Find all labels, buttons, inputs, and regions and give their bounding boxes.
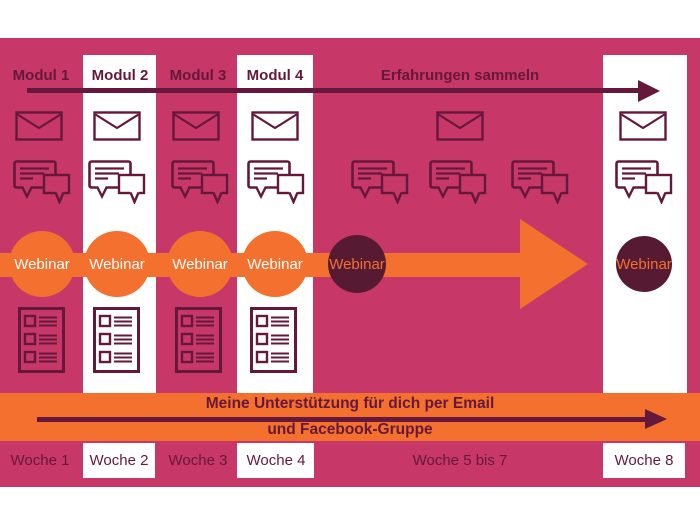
support-banner-line2: und Facebook-Gruppe xyxy=(267,421,433,438)
chat-bubbles-icon xyxy=(171,160,229,204)
webinar-circle: Webinar xyxy=(242,231,308,297)
envelope-icon xyxy=(172,111,220,141)
chat-bubbles-icon xyxy=(615,160,673,204)
module-label-4: Modul 4 xyxy=(246,67,304,84)
week-label-8: Woche 8 xyxy=(614,452,674,469)
week-label-4: Woche 4 xyxy=(246,452,306,469)
webinar-label: Webinar xyxy=(89,255,145,273)
support-banner-line1: Meine Unterstützung für dich per Email xyxy=(205,395,495,412)
chat-bubbles-icon xyxy=(88,160,146,204)
checklist-icon xyxy=(175,307,222,373)
module-label-3: Modul 3 xyxy=(169,67,227,84)
week-label-2: Woche 2 xyxy=(89,452,149,469)
phase-label: Erfahrungen sammeln xyxy=(380,67,540,84)
webinar-circle-dark: Webinar xyxy=(616,236,672,292)
chat-bubbles-icon xyxy=(429,160,487,204)
envelope-icon xyxy=(93,111,141,141)
chat-bubbles-icon xyxy=(511,160,569,204)
webinar-label: Webinar xyxy=(329,255,385,273)
envelope-icon xyxy=(619,111,667,141)
support-arrow-shaft xyxy=(37,417,647,422)
webinar-track-arrowhead-icon xyxy=(520,219,588,309)
support-arrow-head-icon xyxy=(645,409,667,429)
checklist-icon xyxy=(250,307,297,373)
envelope-icon xyxy=(251,111,299,141)
webinar-circle: Webinar xyxy=(84,231,150,297)
week-box-4 xyxy=(237,443,314,478)
envelope-icon xyxy=(436,111,484,141)
module-label-2: Modul 2 xyxy=(91,67,149,84)
week-label-3: Woche 3 xyxy=(168,452,228,469)
checklist-icon xyxy=(93,307,140,373)
webinar-label: Webinar xyxy=(616,255,672,273)
chat-bubbles-icon xyxy=(351,160,409,204)
webinar-label: Webinar xyxy=(247,255,303,273)
webinar-circle-dark: Webinar xyxy=(328,235,386,293)
week-box-8 xyxy=(603,443,685,478)
module-label-1: Modul 1 xyxy=(12,67,70,84)
webinar-circle: Webinar xyxy=(9,231,75,297)
webinar-label: Webinar xyxy=(14,255,70,273)
timeline-arrow-shaft xyxy=(27,88,640,93)
checklist-icon xyxy=(18,307,65,373)
chat-bubbles-icon xyxy=(247,160,305,204)
envelope-icon xyxy=(15,111,63,141)
webinar-label: Webinar xyxy=(172,255,228,273)
chat-bubbles-icon xyxy=(13,160,71,204)
timeline-arrow-head-icon xyxy=(638,80,660,102)
week-8-column xyxy=(603,55,687,393)
week-box-2 xyxy=(83,443,155,478)
week-label-1: Woche 1 xyxy=(10,452,70,469)
webinar-circle: Webinar xyxy=(167,231,233,297)
week-label-5-7: Woche 5 bis 7 xyxy=(412,452,508,469)
